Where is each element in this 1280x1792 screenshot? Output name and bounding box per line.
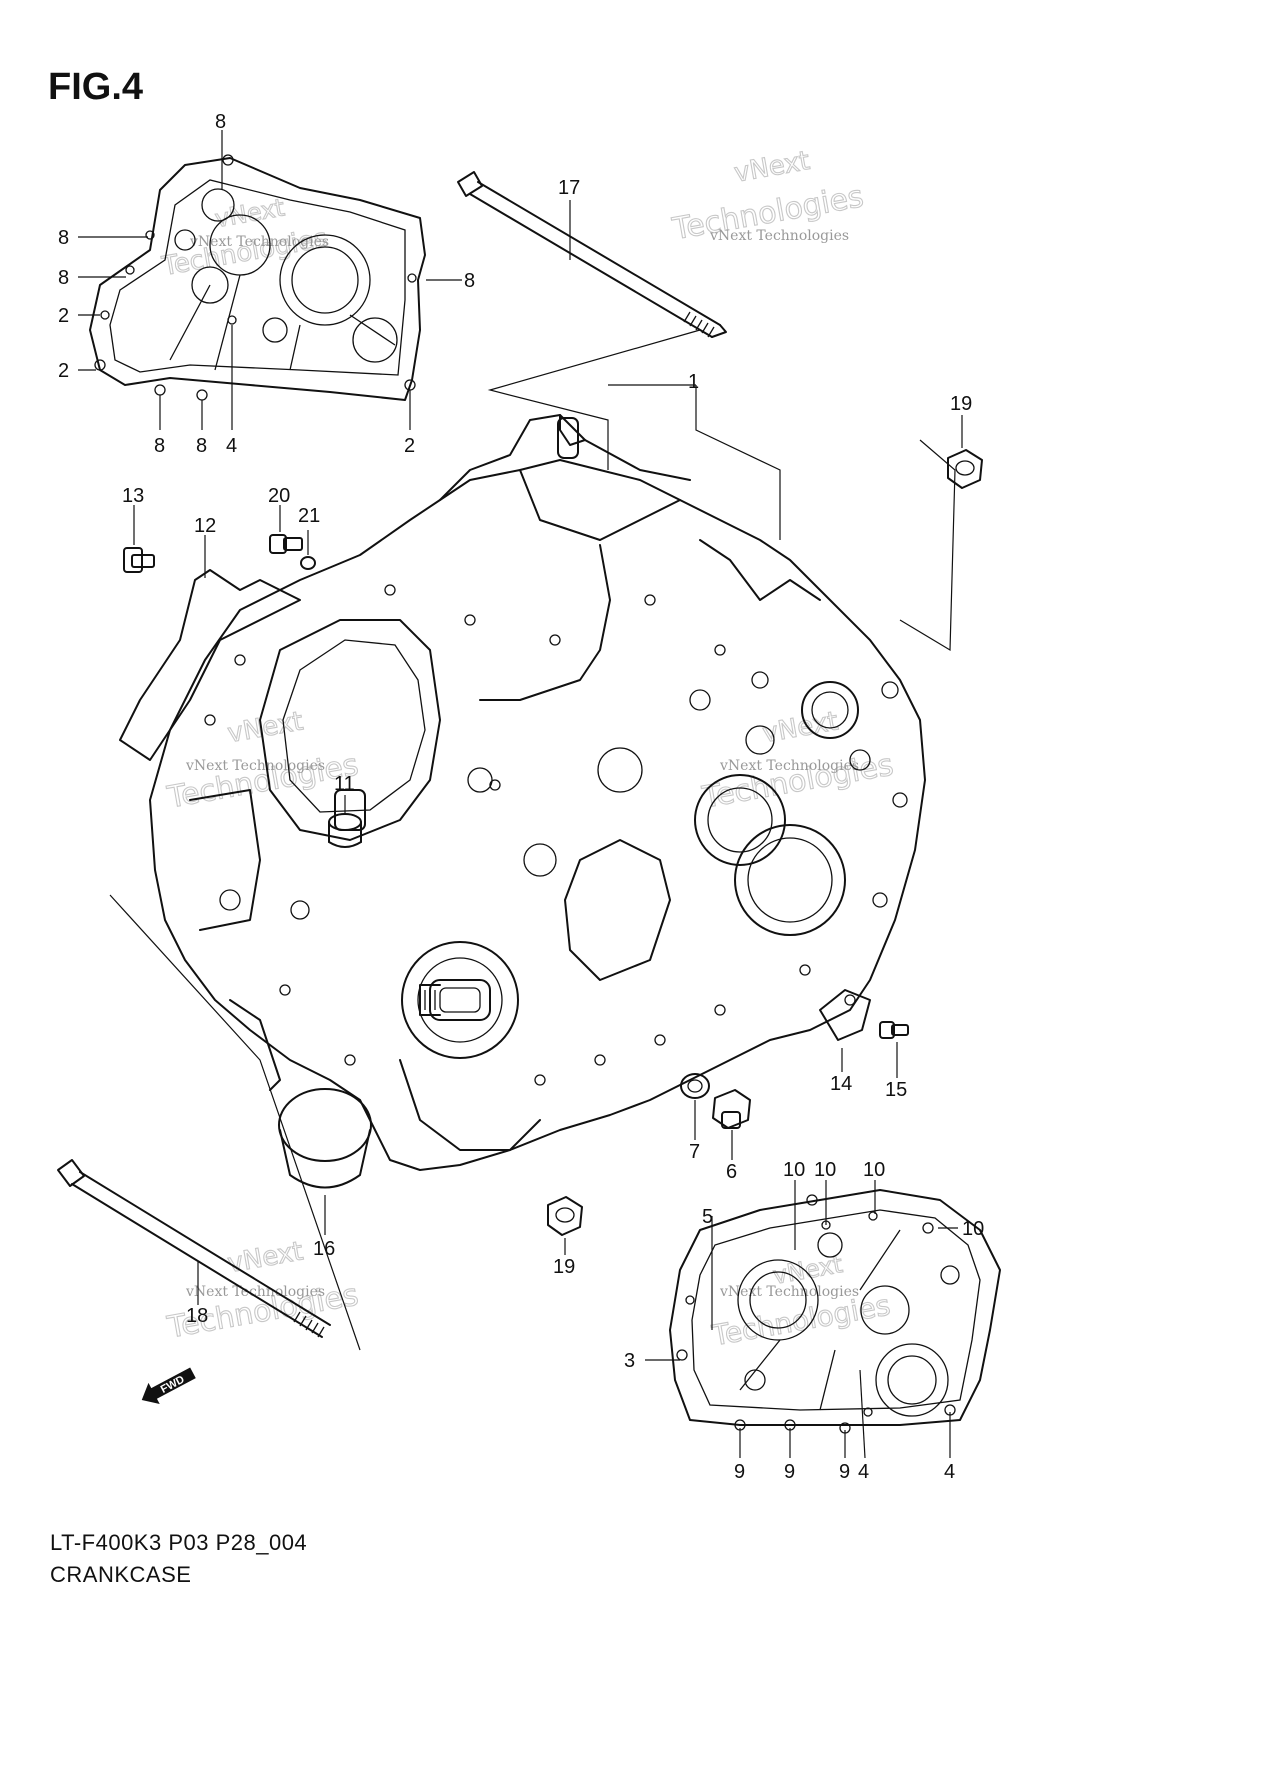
inset-right-case — [669, 1189, 1001, 1434]
callout-4: 4 — [858, 1461, 869, 1483]
callout-20: 20 — [268, 485, 290, 507]
figure-code: LT-F400K3 P03 P28_004 — [50, 1530, 308, 1555]
callout-2: 2 — [58, 360, 69, 382]
callout-9: 9 — [734, 1461, 745, 1483]
callout-3: 3 — [624, 1350, 635, 1372]
callout-10: 10 — [962, 1218, 984, 1240]
watermark-outline: vNext — [225, 1236, 305, 1279]
watermark-outline: vNext — [732, 146, 812, 189]
watermark-text: vNext Technologies — [719, 1284, 859, 1300]
callout-10: 10 — [783, 1159, 805, 1181]
callout-13: 13 — [122, 485, 144, 507]
callouts: 8 8 8 8 2 2 8 8 4 2 17 1 19 13 12 20 21 … — [58, 111, 984, 1483]
part-16-cap — [278, 1088, 372, 1189]
watermark-4: vNext Technologies — [699, 706, 897, 816]
callout-17: 17 — [558, 177, 580, 199]
callout-9: 9 — [839, 1461, 850, 1483]
watermark-outline: Technologies — [159, 223, 330, 282]
watermark-text: vNext Technologies — [185, 758, 325, 774]
watermark-text: vNext Technologies — [189, 234, 329, 250]
callout-8: 8 — [215, 111, 226, 133]
fwd-label: FWD — [159, 1373, 187, 1395]
main-crankcase — [149, 414, 926, 1171]
callout-9: 9 — [784, 1461, 795, 1483]
part-21-washer — [300, 556, 316, 570]
part-18-bolt — [57, 1159, 331, 1338]
callout-4: 4 — [226, 435, 237, 457]
callout-14: 14 — [830, 1073, 852, 1095]
watermark-outline: vNext — [213, 193, 287, 233]
callout-2: 2 — [404, 435, 415, 457]
figure-name: CRANKCASE — [50, 1562, 192, 1587]
callout-15: 15 — [885, 1079, 907, 1101]
watermark-text: vNext Technologies — [719, 758, 859, 774]
callout-4: 4 — [944, 1461, 955, 1483]
fwd-arrow: FWD — [141, 1367, 196, 1405]
part-19-nut-top — [947, 449, 983, 489]
part-20-bolt — [269, 534, 303, 554]
callout-5: 5 — [702, 1206, 713, 1228]
callout-8: 8 — [58, 227, 69, 249]
callout-10: 10 — [863, 1159, 885, 1181]
callout-11: 11 — [334, 773, 355, 795]
watermark-text: vNext Technologies — [709, 228, 849, 244]
figure-title: FIG.4 — [48, 66, 144, 108]
callout-18: 18 — [186, 1305, 208, 1327]
callout-21: 21 — [298, 505, 320, 527]
callout-16: 16 — [313, 1238, 335, 1260]
watermark-text: vNext Technologies — [185, 1284, 325, 1300]
part-12-gasket — [119, 569, 301, 761]
watermark-outline: vNext — [225, 706, 305, 749]
callout-19: 19 — [950, 393, 972, 415]
callout-2: 2 — [58, 305, 69, 327]
leader-lines — [78, 130, 963, 1459]
callout-8: 8 — [58, 267, 69, 289]
callout-12: 12 — [194, 515, 216, 537]
callout-1: 1 — [688, 371, 699, 393]
callout-8: 8 — [464, 270, 475, 292]
part-7-washer — [680, 1073, 710, 1099]
part-19-nut-bottom — [547, 1196, 583, 1236]
part-17-stud — [457, 171, 727, 338]
callout-6: 6 — [726, 1161, 737, 1183]
part-15-screw — [879, 1021, 909, 1039]
part-13-bolt — [123, 547, 155, 573]
callout-19: 19 — [553, 1256, 575, 1278]
part-14-plate — [819, 989, 871, 1041]
inset-left-case — [89, 154, 426, 401]
callout-8: 8 — [154, 435, 165, 457]
callout-10: 10 — [814, 1159, 836, 1181]
watermark-3: vNext Technologies — [164, 706, 362, 816]
part-6-plug — [712, 1089, 751, 1129]
callout-7: 7 — [689, 1141, 700, 1163]
callout-8: 8 — [196, 435, 207, 457]
